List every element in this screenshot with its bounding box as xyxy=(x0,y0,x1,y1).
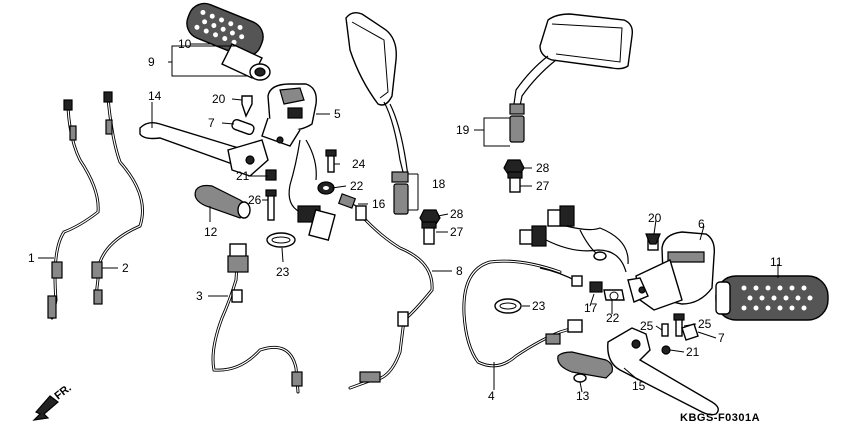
callout-24: 24 xyxy=(352,157,366,171)
mirror-right xyxy=(509,13,634,143)
callout-4: 4 xyxy=(488,389,495,403)
throttle-grip xyxy=(186,2,271,81)
choke-cable xyxy=(462,259,583,368)
clutch-lever xyxy=(139,121,269,177)
callout-21-right: 21 xyxy=(686,345,700,359)
callout-16: 16 xyxy=(372,197,386,211)
bolts-right xyxy=(589,281,699,355)
callout-20-left: 20 xyxy=(212,92,226,106)
switch-housing-right xyxy=(627,231,716,311)
brake-cable xyxy=(337,193,434,390)
callout-22-left: 22 xyxy=(350,179,364,193)
switch-housing-left xyxy=(261,83,317,147)
clutch-cable xyxy=(211,243,303,394)
connector-right xyxy=(519,205,629,287)
mirror-left xyxy=(345,11,409,215)
throttle-cables xyxy=(47,91,144,320)
front-arrow-icon xyxy=(32,395,59,421)
callout-18: 18 xyxy=(432,177,446,191)
callout-13: 13 xyxy=(576,389,590,403)
lever-cover-right xyxy=(557,351,613,383)
brake-lever xyxy=(607,327,719,416)
callout-19: 19 xyxy=(456,123,470,137)
callout-15: 15 xyxy=(632,379,646,393)
callout-10: 10 xyxy=(178,37,192,51)
callout-21-left: 21 xyxy=(236,169,250,183)
callout-9: 9 xyxy=(148,55,155,69)
handlebar-grip xyxy=(715,275,829,321)
cable-clamp-right xyxy=(494,298,522,314)
callout-5: 5 xyxy=(334,107,341,121)
callout-6: 6 xyxy=(698,217,705,231)
callout-28-left: 28 xyxy=(450,207,464,221)
callout-8: 8 xyxy=(456,264,463,278)
callout-17: 17 xyxy=(584,301,598,315)
callout-20-right: 20 xyxy=(648,211,662,225)
diagram-code: KBGS-F0301A xyxy=(680,412,760,424)
callout-28-right: 28 xyxy=(536,161,550,175)
callout-1: 1 xyxy=(28,251,35,265)
bolts-left xyxy=(231,95,337,221)
callout-27-left: 27 xyxy=(450,225,464,239)
callout-14: 14 xyxy=(148,89,162,103)
lever-cover xyxy=(194,184,251,219)
callout-7-right: 7 xyxy=(718,331,725,345)
callout-22-right: 22 xyxy=(606,311,620,325)
cable-clamp-left xyxy=(266,232,296,248)
bolt-left xyxy=(423,225,435,245)
leader-lines xyxy=(38,43,779,393)
callout-25-left: 25 xyxy=(640,319,654,333)
direction-label: FR. xyxy=(52,382,73,402)
callout-23-right: 23 xyxy=(532,299,546,313)
callout-27-right: 27 xyxy=(536,179,550,193)
callout-3: 3 xyxy=(196,289,203,303)
connector-left xyxy=(297,205,336,242)
callout-25-right: 25 xyxy=(698,317,712,331)
callout-2: 2 xyxy=(122,261,129,275)
callout-7-left: 7 xyxy=(208,116,215,130)
callout-11: 11 xyxy=(770,255,783,269)
callout-26: 26 xyxy=(248,193,262,207)
callout-23-left: 23 xyxy=(276,265,290,279)
callout-12: 12 xyxy=(204,225,218,239)
